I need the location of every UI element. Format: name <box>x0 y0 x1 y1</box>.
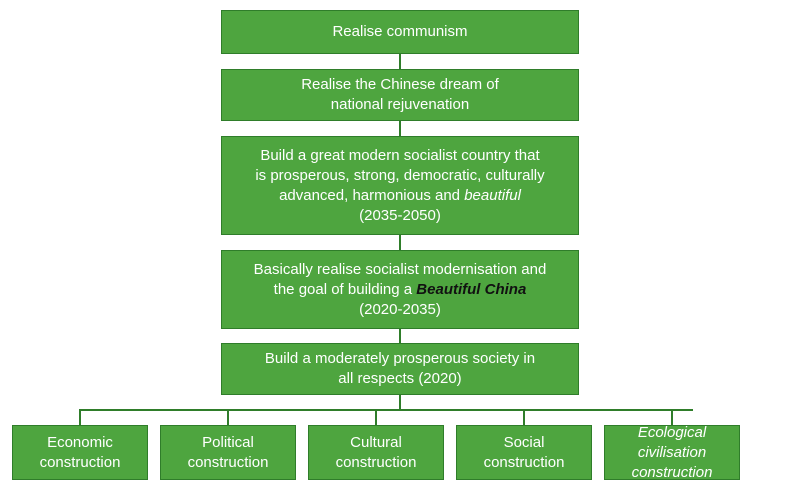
pillar-ecological-civilisation-construction: Ecological civilisation construction <box>604 423 740 481</box>
level-2-line-2: national rejuvenation <box>330 96 470 113</box>
level-1-line-1: Realise communism <box>332 23 468 40</box>
pillar-5-line-1: Ecological civilisation <box>637 423 707 461</box>
pillar-cultural-construction: Cultural construction <box>308 425 444 480</box>
level-realise-communism: Realise communism <box>221 10 579 54</box>
pillar-4-line-2: construction <box>483 453 565 471</box>
level-4-emphasis: Beautiful China <box>416 280 527 298</box>
pillar-bus <box>79 409 693 411</box>
pillar-2-line-1: Political <box>202 433 254 451</box>
level-5-line-2: all respects (2020) <box>338 370 462 387</box>
connector-5-bus <box>399 395 401 410</box>
pillar-1-line-2: construction <box>39 453 121 471</box>
connector-3-4 <box>399 235 401 250</box>
pillar-2-line-2: construction <box>187 453 269 471</box>
pillar-economic-construction: Economic construction <box>12 425 148 480</box>
level-3-period: (2035-2050) <box>359 206 441 224</box>
level-2-line-1: Realise the Chinese dream of <box>301 76 499 93</box>
level-chinese-dream: Realise the Chinese dream of national re… <box>221 69 579 121</box>
bus-to-pillar-2 <box>227 409 229 425</box>
level-3-emphasis: beautiful <box>464 186 521 204</box>
pillar-4-line-1: Social <box>503 433 545 451</box>
pillar-5-line-2: construction <box>631 463 713 481</box>
level-4-line-2: the goal of building a <box>273 280 417 298</box>
level-3-line-3: advanced, harmonious and <box>279 186 465 204</box>
bus-to-pillar-4 <box>523 409 525 425</box>
bus-to-pillar-1 <box>79 409 81 425</box>
bus-to-pillar-3 <box>375 409 377 425</box>
level-3-line-1: Build a great modern socialist country t… <box>260 146 540 164</box>
level-4-period: (2020-2035) <box>359 300 441 318</box>
pillar-3-line-2: construction <box>335 453 417 471</box>
pillar-social-construction: Social construction <box>456 425 592 480</box>
pillar-1-line-1: Economic <box>47 433 113 451</box>
level-4-line-1: Basically realise socialist modernisatio… <box>253 260 547 278</box>
connector-1-2 <box>399 54 401 69</box>
pillar-3-line-1: Cultural <box>350 433 402 451</box>
bus-to-pillar-5 <box>671 409 673 425</box>
pillar-political-construction: Political construction <box>160 425 296 480</box>
connector-4-5 <box>399 329 401 343</box>
level-moderately-prosperous-society: Build a moderately prosperous society in… <box>221 343 579 395</box>
level-5-line-1: Build a moderately prosperous society in <box>264 350 536 367</box>
level-3-line-2: is prosperous, strong, democratic, cultu… <box>255 166 545 184</box>
connector-2-3 <box>399 121 401 136</box>
level-socialist-modernisation: Basically realise socialist modernisatio… <box>221 250 579 329</box>
level-great-modern-socialist-country: Build a great modern socialist country t… <box>221 136 579 235</box>
